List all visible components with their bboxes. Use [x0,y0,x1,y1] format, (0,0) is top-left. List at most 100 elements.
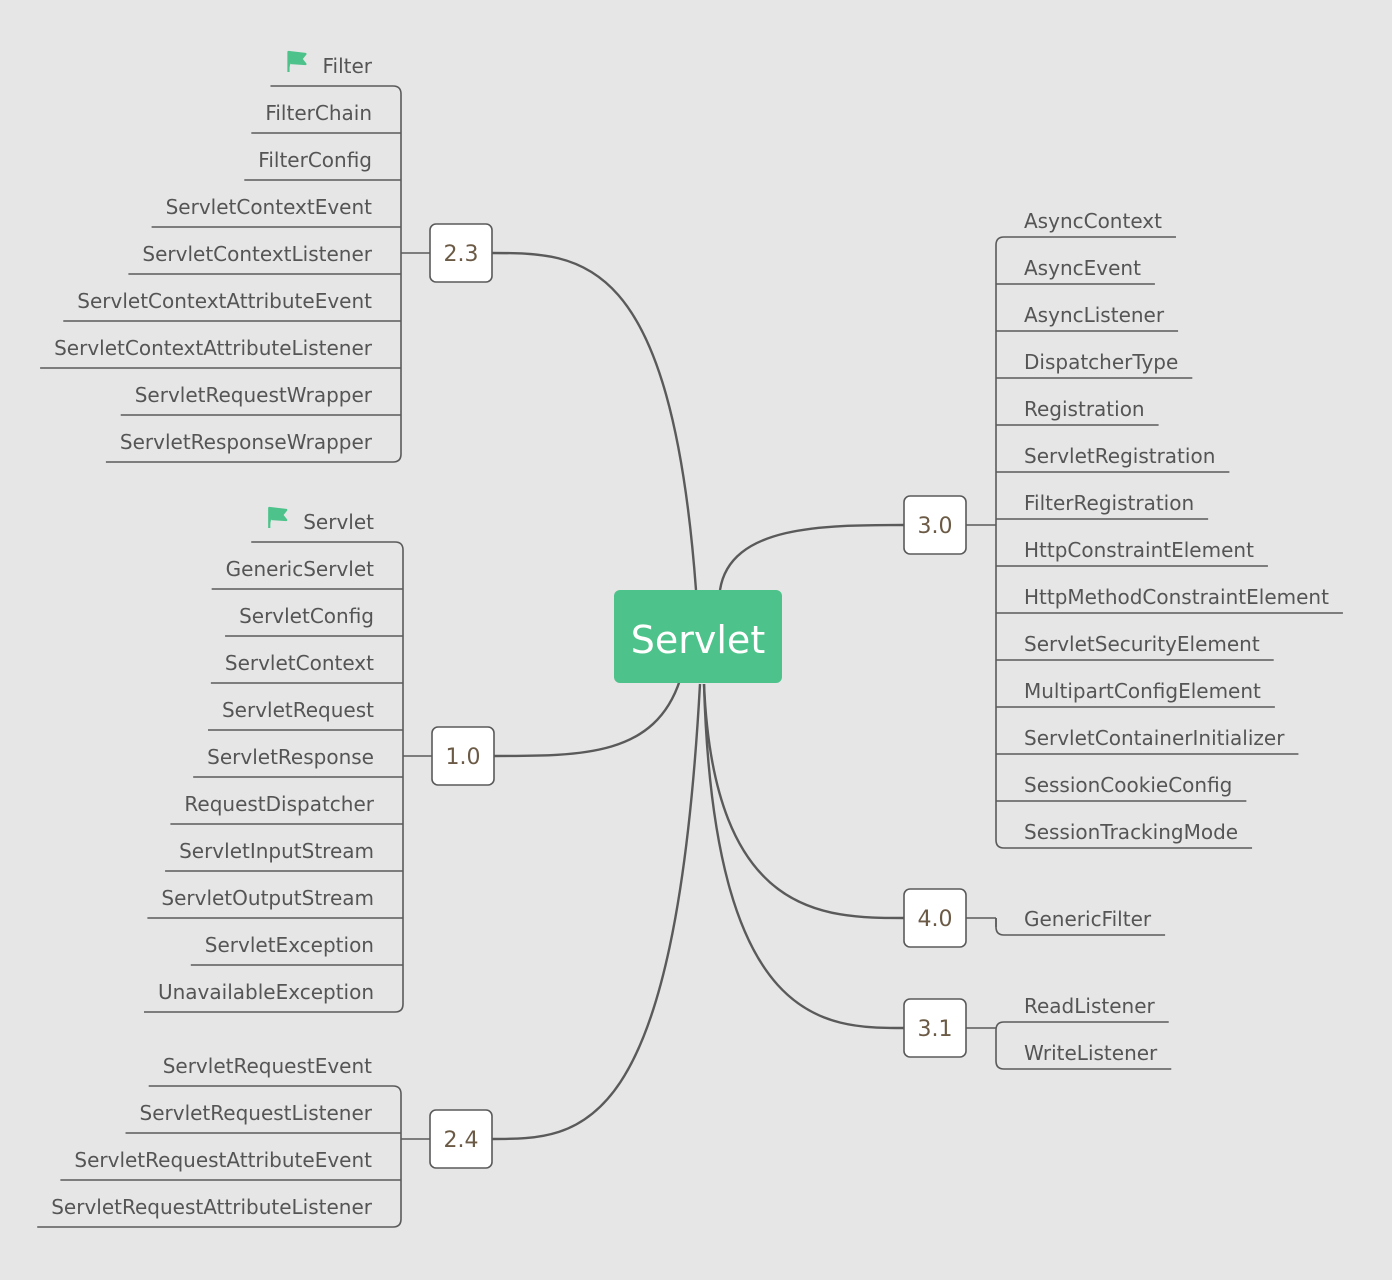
leaf-label: AsyncContext [1024,209,1162,233]
leaf-topic[interactable]: ServletRequestWrapper [120,383,401,416]
branch-v4-0: GenericFilter 4.0 [903,888,1166,948]
version-node-box [429,223,493,283]
leaf-topic[interactable]: ServletRegistration [996,444,1230,473]
leaf-topic[interactable]: AsyncListener [996,303,1179,332]
leaf-topic[interactable]: ServletSecurityElement [996,632,1274,661]
leaf-underline [995,918,1166,936]
leaf-label: ServletRequestListener [140,1101,373,1125]
leaf-label: ServletInputStream [179,839,374,863]
leaf-topic[interactable]: ServletConfig [225,604,403,637]
leaf-underline [995,236,1176,246]
leaf-topic[interactable]: ServletInputStream [165,839,403,872]
leaf-label: ServletContainerInitializer [1024,726,1285,750]
leaf-label: ServletResponse [207,745,374,769]
version-label: 3.1 [918,1017,953,1042]
leaf-label: GenericServlet [226,557,374,581]
connector-curves [491,251,905,1141]
leaf-topic[interactable]: FilterConfig [244,148,401,181]
version-node-box [903,888,967,948]
leaf-topic[interactable]: ServletContextAttributeEvent [63,289,401,322]
leaf-label: GenericFilter [1024,907,1152,931]
leaf-topic[interactable]: GenericServlet [211,557,403,590]
leaf-topic[interactable]: ServletContext [210,651,403,684]
leaf-topic[interactable]: MultipartConfigElement [996,679,1275,708]
version-node-v3-0[interactable]: 3.0 [903,495,967,555]
version-label: 1.0 [446,745,481,770]
leaf-label: Registration [1024,397,1145,421]
leaf-topic[interactable]: SessionTrackingMode [995,820,1253,849]
leaf-underline [148,1085,402,1095]
leaf-topic[interactable]: FilterChain [251,101,401,134]
version-node-v2-4[interactable]: 2.4 [429,1109,493,1169]
leaf-label: RequestDispatcher [184,792,374,816]
leaf-label: ServletContextEvent [166,195,373,219]
flag-icon [287,50,307,72]
version-label: 4.0 [918,907,953,932]
leaf-label: AsyncListener [1024,303,1165,327]
leaf-label: Filter [322,54,372,78]
leaf-underline [143,1003,404,1013]
leaf-label: ServletRegistration [1024,444,1215,468]
leaf-label: ServletRequestWrapper [135,383,373,407]
leaf-label: ServletRequest [222,698,374,722]
version-label: 3.0 [918,514,953,539]
leaf-underline [995,1060,1172,1070]
leaf-topic[interactable]: GenericFilter [995,907,1166,936]
root-label: Servlet [631,618,765,662]
leaf-label: ServletResponseWrapper [120,430,373,454]
version-node-v1-0[interactable]: 1.0 [431,726,495,786]
leaf-underline [995,839,1253,849]
leaf-topic[interactable]: AsyncContext [995,209,1176,246]
leaf-label: ServletOutputStream [161,886,374,910]
branch-v2-4: ServletRequestEventServletRequestListene… [37,1054,493,1228]
leaf-topic[interactable]: ServletContainerInitializer [996,726,1299,755]
leaf-label: FilterChain [265,101,372,125]
leaf-topic[interactable]: AsyncEvent [996,256,1155,285]
version-node-box [903,495,967,555]
leaf-label: FilterRegistration [1024,491,1194,515]
leaf-topic[interactable]: FilterRegistration [996,491,1209,520]
branch-curve-v4-0 [702,683,905,920]
leaf-topic[interactable]: ServletContextEvent [151,195,401,228]
branch-curve-v1-0 [493,679,682,758]
leaf-label: DispatcherType [1024,350,1178,374]
leaf-topic[interactable]: HttpMethodConstraintElement [996,585,1343,614]
leaf-topic[interactable]: ServletResponseWrapper [105,430,402,463]
branch-curve-v3-1 [702,683,905,1030]
leaf-topic[interactable]: ServletRequestAttributeListener [37,1195,402,1228]
branch-v2-3: FilterFilterChainFilterConfigServletCont… [40,50,493,463]
root-node[interactable]: Servlet [614,590,782,683]
leaf-topic[interactable]: ServletRequestEvent [148,1054,402,1095]
leaf-topic[interactable]: RequestDispatcher [170,792,403,825]
leaf-label: UnavailableException [158,980,374,1004]
leaf-topic[interactable]: Servlet [251,506,404,551]
leaf-topic[interactable]: SessionCookieConfig [996,773,1247,802]
leaf-topic[interactable]: ServletOutputStream [147,886,403,919]
version-node-v4-0[interactable]: 4.0 [903,888,967,948]
leaf-label: SessionTrackingMode [1024,820,1238,844]
leaf-label: FilterConfig [258,148,372,172]
leaf-topic[interactable]: ServletContextListener [128,242,401,275]
leaf-label: ServletException [205,933,374,957]
leaf-label: Servlet [303,510,374,534]
leaf-topic[interactable]: Registration [996,397,1159,426]
leaf-topic[interactable]: ServletException [190,933,403,966]
leaf-topic[interactable]: ServletRequestAttributeEvent [60,1148,401,1181]
version-node-v3-1[interactable]: 3.1 [903,998,967,1058]
leaf-topic[interactable]: DispatcherType [996,350,1193,379]
leaf-topic[interactable]: WriteListener [995,1041,1172,1070]
leaf-topic[interactable]: UnavailableException [143,980,404,1013]
leaf-topic[interactable]: ServletContextAttributeListener [40,336,401,369]
leaf-topic[interactable]: ServletResponse [193,745,403,778]
version-node-v2-3[interactable]: 2.3 [429,223,493,283]
leaf-topic[interactable]: HttpConstraintElement [996,538,1268,567]
leaf-label: ServletContextListener [142,242,372,266]
branch-curve-v2-4 [491,683,702,1141]
leaf-topic[interactable]: Filter [270,50,402,95]
leaf-topic[interactable]: ServletRequestListener [125,1101,401,1134]
branches: FilterFilterChainFilterConfigServletCont… [37,50,1343,1228]
leaf-topic[interactable]: ReadListener [995,994,1169,1031]
leaf-topic[interactable]: ServletRequest [207,698,403,731]
